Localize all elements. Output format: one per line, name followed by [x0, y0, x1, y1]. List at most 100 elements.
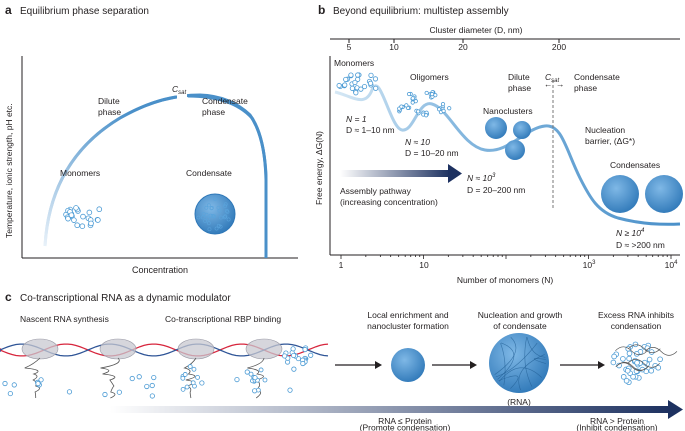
- monomer-bubble: [79, 223, 86, 229]
- monomer-bubble: [447, 106, 452, 111]
- excess-rna-strand: [627, 359, 660, 368]
- monomer-bubble: [416, 109, 421, 114]
- monomer-bubble: [180, 386, 186, 392]
- condensate-rna-line: [497, 342, 515, 380]
- panel-a-condensate-phase-label-2: phase: [202, 107, 225, 117]
- x-tick-label-1000: 103: [583, 260, 596, 270]
- free-energy-curve: [334, 84, 681, 226]
- free-protein: [116, 389, 122, 395]
- panel-b-nucleation-1: Nucleation: [585, 125, 625, 135]
- monomer-bubble: [410, 100, 415, 105]
- monomer-bubble: [372, 76, 379, 82]
- monomer-bubble: [86, 209, 93, 216]
- panel-b-cond-d: D ≈ >200 nm: [616, 240, 665, 250]
- condensate-rna-line: [494, 337, 517, 375]
- monomer-bubble: [182, 372, 188, 377]
- free-protein: [129, 375, 135, 382]
- panel-c-label: c: [5, 290, 12, 304]
- droplet-texture-dot: [210, 205, 214, 210]
- free-protein: [199, 380, 205, 386]
- monomer-bubble: [626, 355, 632, 362]
- condensate-rna-line: [533, 358, 547, 364]
- condensate-rna-line: [518, 354, 545, 391]
- monomer-bubble: [634, 359, 640, 366]
- droplet-texture-dot: [206, 216, 211, 221]
- droplet-texture-dot: [204, 212, 209, 217]
- x-tick-label-1: 1: [339, 260, 344, 270]
- monomer-bubble: [373, 85, 379, 91]
- panel-c-nucleation-2: of condensate: [493, 321, 547, 331]
- monomer-bubble: [342, 82, 348, 88]
- monomer-bubble: [626, 350, 633, 357]
- panel-b-oligomers: Oligomers: [410, 72, 449, 82]
- monomer-bubble: [187, 364, 193, 369]
- monomer-bubble: [630, 373, 636, 380]
- top-tick-label-5: 5: [347, 42, 352, 52]
- monomer-bubble: [620, 374, 627, 380]
- condensate-rna-line: [524, 337, 533, 387]
- panel-b-oligomers-n: N ≈ 10: [405, 137, 430, 147]
- rna-ratio-arrow-shaft: [110, 406, 670, 413]
- condensate-rna-line: [499, 367, 542, 382]
- monomer-bubble: [646, 356, 653, 363]
- panel-c-right-effect: (Inhibit condensation): [576, 423, 657, 431]
- free-protein: [252, 375, 258, 381]
- free-protein: [287, 387, 293, 393]
- monomer-bubble: [404, 103, 409, 108]
- csat-arrow-left: ←: [544, 79, 553, 89]
- panel-a-label: a: [5, 3, 12, 17]
- droplet-texture-dot: [204, 205, 209, 210]
- nanocluster-1: [485, 117, 507, 139]
- panel-c-left-ratio: RNA ≤ Protein: [378, 416, 432, 426]
- panel-b-condensates: Condensates: [610, 160, 660, 170]
- monomer-bubble: [399, 104, 404, 109]
- panel-c-left-effect: (Promote condensation): [360, 423, 451, 431]
- panel-b-title: Beyond equilibrium: multistep assembly: [333, 6, 509, 17]
- free-protein: [151, 374, 157, 381]
- monomer-bubble: [95, 217, 101, 223]
- free-protein: [244, 369, 250, 375]
- free-protein: [136, 374, 142, 380]
- free-protein: [11, 382, 17, 388]
- droplet-texture-dot: [217, 208, 222, 213]
- step-arrow-1-head: [375, 361, 382, 369]
- panel-a-condensate-label: Condensate: [186, 168, 232, 178]
- monomer-bubble: [71, 217, 77, 223]
- monomer-bubble: [258, 367, 264, 373]
- nascent-rna-strand: [100, 357, 120, 399]
- panel-b-csat-label: Csat: [545, 72, 559, 84]
- rna-polymerases: [21, 338, 314, 399]
- monomer-bubble: [248, 371, 254, 377]
- droplet-texture-dot: [218, 224, 223, 229]
- excess-rna-strand: [628, 344, 661, 354]
- free-protein: [38, 377, 44, 383]
- csat-gap: [177, 88, 187, 102]
- droplet-texture-dot: [210, 214, 215, 218]
- monomer-bubble: [429, 92, 435, 97]
- monomer-bubble: [368, 72, 374, 78]
- monomer-bubble: [336, 82, 342, 89]
- panel-b-pathway-2: (increasing concentration): [340, 197, 438, 207]
- panel-b-dilute-1: Dilute: [508, 72, 530, 82]
- panel-b-condensate-phase-2: phase: [574, 83, 597, 93]
- panel-b-label: b: [318, 3, 325, 17]
- droplet-texture-dot: [196, 215, 201, 220]
- monomer-bubble: [441, 108, 446, 114]
- monomer-bubble: [195, 374, 200, 380]
- panel-a: a Equilibrium phase separation Temperatu…: [4, 3, 298, 275]
- monomer-bubble: [648, 367, 655, 374]
- panel-c-nucleation-1: Nucleation and growth: [478, 310, 563, 320]
- nanocluster-3: [505, 140, 525, 160]
- panel-c-rbp: Co-transcriptional RBP binding: [165, 314, 281, 324]
- monomer-bubble: [180, 375, 186, 381]
- monomer-bubble: [610, 359, 617, 366]
- panel-a-condensate-phase-label-1: Condensate: [202, 96, 248, 106]
- step-arrow-2-head: [470, 361, 477, 369]
- monomer-bubble: [355, 72, 361, 78]
- free-protein: [149, 382, 155, 389]
- excess-rna-dispersed-cluster: [610, 341, 678, 386]
- free-protein: [144, 383, 150, 390]
- monomer-bubble: [302, 346, 308, 353]
- binodal-curve-condensate: [187, 94, 268, 258]
- monomer-bubble: [353, 90, 359, 96]
